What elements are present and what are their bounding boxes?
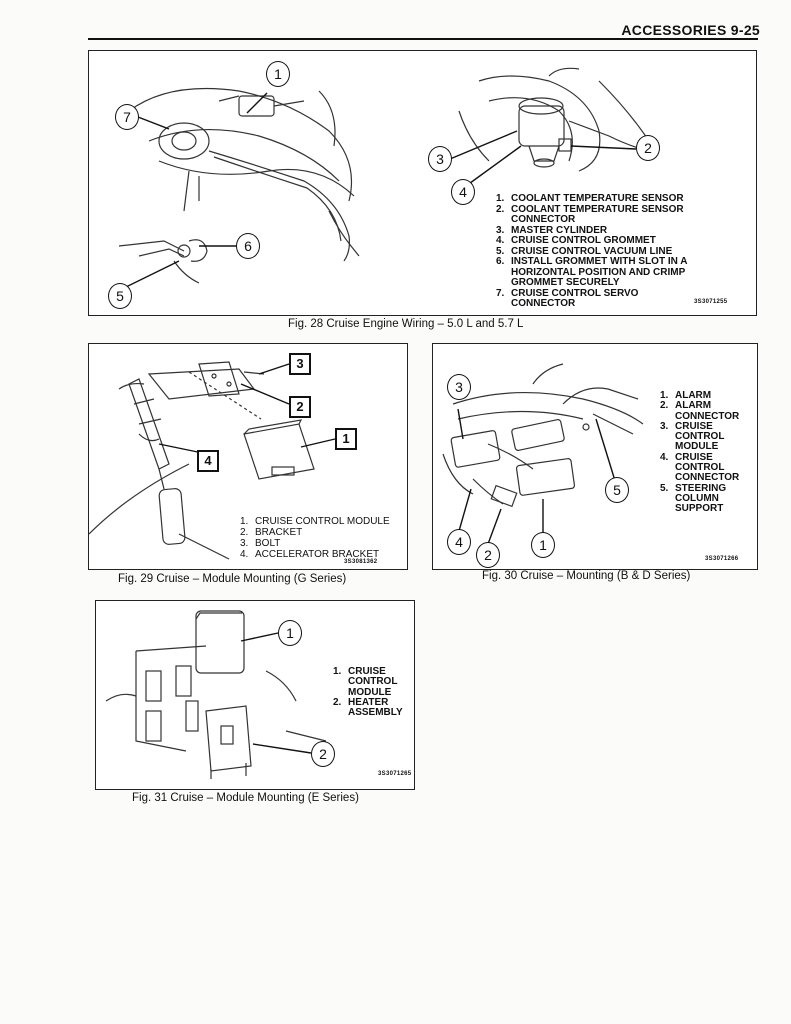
figure-31: 1 2 1.CRUISE CONTROL MODULE 2.HEATER ASS… (95, 600, 415, 790)
engine-wiring-illustration (118, 67, 650, 288)
figure-code: 3S3071265 (378, 771, 412, 777)
legend-item-2: 2.BRACKET (240, 527, 303, 538)
figure-30-caption: Fig. 30 Cruise – Mounting (B & D Series) (482, 570, 691, 582)
callout-5: 5 (108, 283, 132, 309)
legend-item-5: 5.STEERING (660, 482, 727, 494)
figure-code: 3S3071266 (705, 556, 739, 562)
callout-2: 2 (311, 741, 335, 767)
figure-31-caption: Fig. 31 Cruise – Module Mounting (E Seri… (132, 792, 359, 804)
callout-1: 1 (278, 620, 302, 646)
module-mounting-g-illustration (89, 361, 336, 560)
legend-item-4: 4.ACCELERATOR BRACKET (240, 549, 380, 560)
legend-item-2: 2.HEATER (333, 696, 389, 708)
legend-item-1: 1.CRUISE (333, 666, 386, 677)
boxed-callout-3: 3 (289, 353, 311, 375)
page-header: ACCESSORIES 9-25 (621, 22, 760, 38)
figure-code: 3S3081362 (344, 559, 378, 565)
module-mounting-e-illustration (105, 610, 327, 779)
callout-5: 5 (605, 477, 629, 503)
legend-item-3: 3.CRUISE (660, 420, 713, 432)
callout-6: 6 (236, 233, 260, 259)
legend-item-1: 1.COOLANT TEMPERATURE SENSOR (496, 193, 684, 204)
callout-1: 1 (266, 61, 290, 87)
legend-item-1: 1.CRUISE CONTROL MODULE (240, 516, 390, 527)
fig30-legend: 1.ALARM 2.ALARM CONNECTOR 3.CRUISE CONTR… (660, 390, 740, 515)
figure-29-caption: Fig. 29 Cruise – Module Mounting (G Seri… (118, 573, 347, 585)
fig31-legend: 1.CRUISE CONTROL MODULE 2.HEATER ASSEMBL… (333, 666, 403, 719)
callout-3: 3 (447, 374, 471, 400)
callout-3: 3 (428, 146, 452, 172)
legend-item-2: 2.ALARM (660, 400, 712, 412)
mounting-bd-illustration (442, 363, 644, 545)
boxed-callout-4: 4 (197, 450, 219, 472)
figure-30: 3 5 4 2 1 1.ALARM 2.ALARM CONNECTOR 3.CR… (432, 343, 758, 570)
legend-item-4: 4.CRUISE CONTROL GROMMET (496, 235, 656, 246)
callout-1: 1 (531, 532, 555, 558)
boxed-callout-1: 1 (335, 428, 357, 450)
callout-7: 7 (115, 104, 139, 130)
callout-2: 2 (636, 135, 660, 161)
legend-item-7: 7.CRUISE CONTROL SERVO (496, 287, 639, 299)
fig28-legend: 1.COOLANT TEMPERATURE SENSOR 2.COOLANT T… (496, 193, 688, 309)
figure-28: 1 7 6 5 2 3 4 1.COOLANT TEMPERATURE SENS… (88, 50, 757, 316)
fig29-legend: 1.CRUISE CONTROL MODULE 2.BRACKET 3.BOLT… (240, 516, 390, 560)
legend-item-3: 3.MASTER CYLINDER (496, 224, 608, 236)
legend-item-4: 4.CRUISE (660, 451, 713, 463)
figure-code: 3S3071255 (694, 299, 728, 305)
callout-4: 4 (447, 529, 471, 555)
boxed-callout-2: 2 (289, 396, 311, 418)
figure-28-caption: Fig. 28 Cruise Engine Wiring – 5.0 L and… (288, 318, 524, 330)
callout-4: 4 (451, 179, 475, 205)
legend-item-3: 3.BOLT (240, 538, 281, 549)
legend-item-1: 1.ALARM (660, 390, 712, 401)
header-rule (88, 38, 758, 40)
callout-2: 2 (476, 542, 500, 568)
legend-item-5: 5.CRUISE CONTROL VACUUM LINE (496, 245, 673, 257)
legend-item-6: 6.INSTALL GROMMET WITH SLOT IN A (496, 256, 688, 267)
legend-item-2: 2.COOLANT TEMPERATURE SENSOR (496, 203, 684, 215)
figure-29: 3 2 1 4 1.CRUISE CONTROL MODULE 2.BRACKE… (88, 343, 408, 570)
